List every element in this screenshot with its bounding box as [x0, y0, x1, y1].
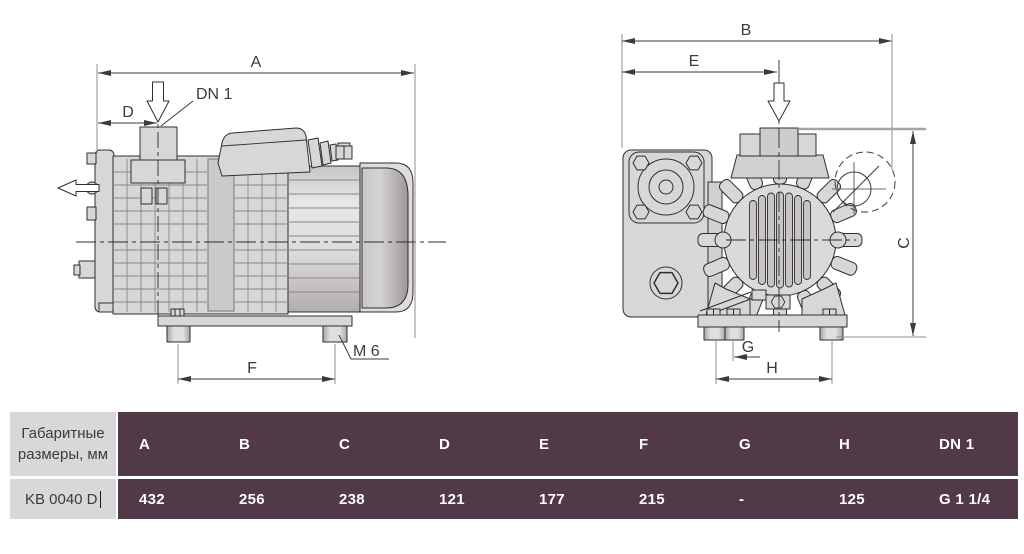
text-cursor	[99, 490, 102, 508]
dim-label-e: E	[689, 53, 700, 70]
foot-front-2	[724, 326, 745, 341]
end-plate	[94, 149, 115, 313]
terminal-box	[217, 127, 311, 177]
inlet-flow-arrow-front	[767, 82, 791, 122]
inlet-port-side	[139, 126, 178, 162]
dim-label-g: G	[742, 339, 754, 356]
foot-front-3	[819, 326, 844, 341]
table-row-header: Габаритные размеры, мм	[10, 412, 118, 476]
flange-bore-outer	[637, 158, 695, 216]
value-c: 238	[318, 479, 418, 519]
column-header-dn1: DN 1	[918, 412, 1018, 476]
fin-lines	[114, 159, 287, 312]
flange-bore-inner	[658, 179, 674, 195]
cable-gland	[307, 137, 353, 169]
inlet-port-label: DN 1	[196, 86, 233, 103]
oil-plug	[78, 260, 96, 279]
front-view: B E C G H	[621, 22, 926, 384]
foot-right-side	[322, 325, 348, 343]
column-header-g: G	[718, 412, 818, 476]
dimensions-table: Габаритные размеры, мм A B C D E F G H D…	[10, 412, 1018, 519]
base-plate-front	[697, 314, 848, 328]
inlet-base	[730, 154, 830, 179]
end-plate-bolt-mid	[86, 206, 97, 221]
dim-label-c: C	[896, 237, 913, 249]
inlet-flow-arrow	[146, 81, 170, 123]
m6-leader	[338, 334, 389, 360]
value-e: 177	[518, 479, 618, 519]
value-f: 215	[618, 479, 718, 519]
dim-label-h: H	[766, 360, 778, 377]
model-name: KB 0040 D	[24, 490, 98, 508]
column-header-e: E	[518, 412, 618, 476]
foot-bolt-label: M 6	[353, 343, 380, 360]
value-h: 125	[818, 479, 918, 519]
dim-label-a: A	[251, 54, 262, 71]
dn1-leader	[160, 100, 194, 127]
base-plate-side	[157, 315, 353, 327]
value-dn1: G 1 1/4	[918, 479, 1018, 519]
table-row-header-text: Габаритные размеры, мм	[17, 425, 109, 463]
motor-ribs	[289, 179, 359, 293]
foot-bolt	[170, 308, 185, 317]
value-a: 432	[118, 479, 218, 519]
motor-body	[287, 165, 361, 313]
extension-lines-front	[621, 34, 926, 384]
side-view: A D DN 1 F M 6	[57, 54, 446, 384]
column-header-c: C	[318, 412, 418, 476]
column-header-a: A	[118, 412, 218, 476]
value-d: 121	[418, 479, 518, 519]
dim-label-d: D	[122, 104, 134, 121]
fin-recess	[207, 158, 235, 312]
phantom-detail	[832, 151, 896, 214]
model-cell[interactable]: KB 0040 D	[10, 479, 118, 519]
exhaust-flow-arrow	[57, 179, 100, 197]
dim-label-b: B	[741, 22, 752, 39]
dimension-lines-side	[98, 70, 414, 382]
extension-lines-side	[96, 64, 416, 384]
value-b: 256	[218, 479, 318, 519]
column-header-d: D	[418, 412, 518, 476]
dimensional-drawing: A D DN 1 F M 6	[57, 22, 926, 384]
end-plate-bolt-top	[86, 152, 97, 165]
column-header-h: H	[818, 412, 918, 476]
fan-cover-side	[361, 167, 409, 309]
foot-front-1	[703, 326, 726, 341]
column-header-b: B	[218, 412, 318, 476]
foot-left-side	[166, 325, 191, 343]
column-header-f: F	[618, 412, 718, 476]
value-g: -	[718, 479, 818, 519]
dimension-lines-front	[622, 38, 916, 382]
dim-label-f: F	[247, 360, 257, 377]
